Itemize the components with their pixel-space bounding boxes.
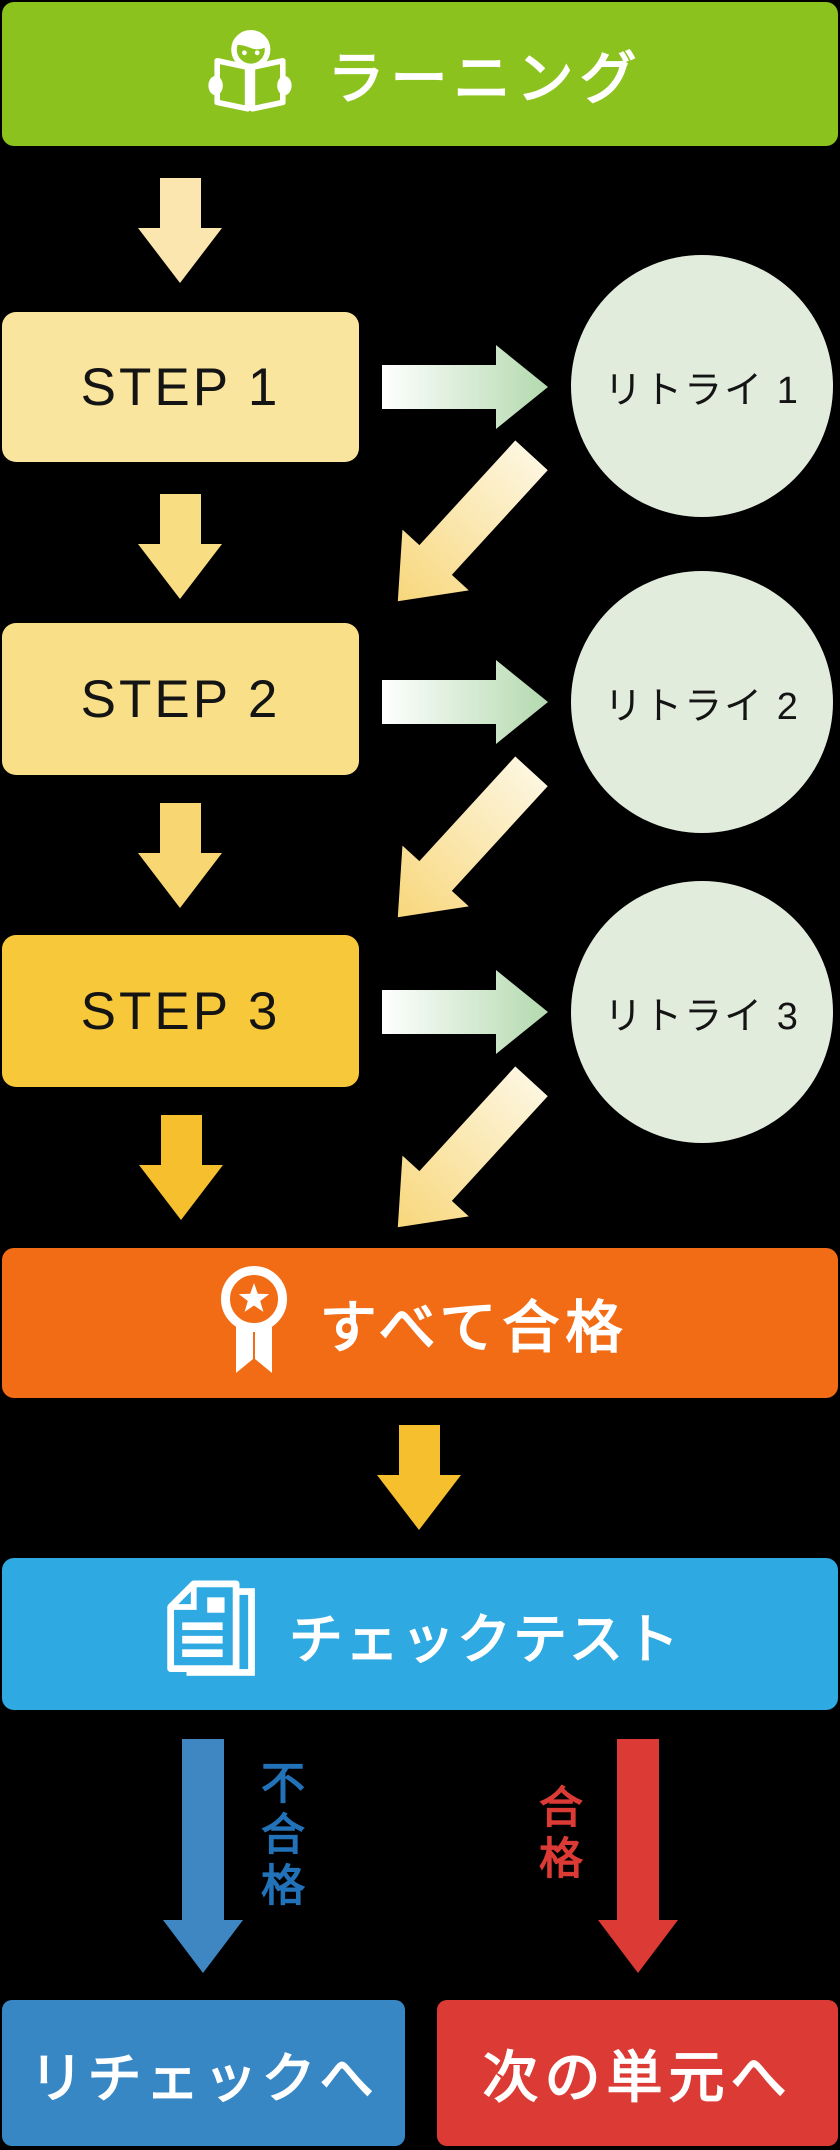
arrow-fail-to-recheck [163,1739,243,1973]
step2-box: STEP 2 [2,623,359,775]
step1-box: STEP 1 [2,312,359,462]
recheck-box: リチェックへ [2,2000,405,2146]
arrow-retry2-to-step3 [363,741,564,949]
fail-label: 不合格 [254,1760,303,1913]
retry2-label: リトライ 2 [604,685,800,728]
allpass-banner: すべて合格 [2,1248,838,1398]
retry2-circle: リトライ 2 [571,571,833,833]
recheck-box-label: リチェックへ [29,2048,378,2109]
nextunit-box-label: 次の単元へ [482,2045,793,2109]
checktest-banner: チェックテスト [2,1558,838,1710]
retry1-label: リトライ 1 [604,369,800,412]
step2-label: STEP 2 [80,669,281,729]
arrow-pass-to-nextunit [598,1739,678,1973]
learning-banner-label: ラーニング [327,47,643,111]
pass-label: 合格 [532,1784,581,1886]
arrow-step3-to-retry3 [382,970,548,1054]
arrow-header-to-step1 [138,178,222,283]
medal-icon [212,1265,296,1382]
documents-icon [159,1579,267,1689]
arrow-retry3-to-allpass [363,1051,564,1259]
arrow-step1-to-retry1 [382,345,548,429]
arrow-retry1-to-step2 [363,425,564,633]
arrow-step2-to-retry2 [382,660,548,744]
arrow-step3-to-allpass [139,1115,223,1220]
arrow-allpass-to-checktest [377,1425,461,1530]
step3-label: STEP 3 [80,981,281,1041]
step3-box: STEP 3 [2,935,359,1087]
retry1-circle: リトライ 1 [571,255,833,517]
arrow-step1-to-step2 [138,494,222,599]
step1-label: STEP 1 [80,357,281,417]
retry3-circle: リトライ 3 [571,881,833,1143]
nextunit-box: 次の単元へ [437,2000,838,2146]
allpass-banner-label: すべて合格 [319,1296,629,1360]
arrow-step2-to-step3 [138,803,222,908]
learning-banner: ラーニング [2,2,838,146]
reader-icon [198,26,302,123]
checktest-banner-label: チェックテスト [289,1609,681,1670]
retry3-label: リトライ 3 [604,995,800,1038]
